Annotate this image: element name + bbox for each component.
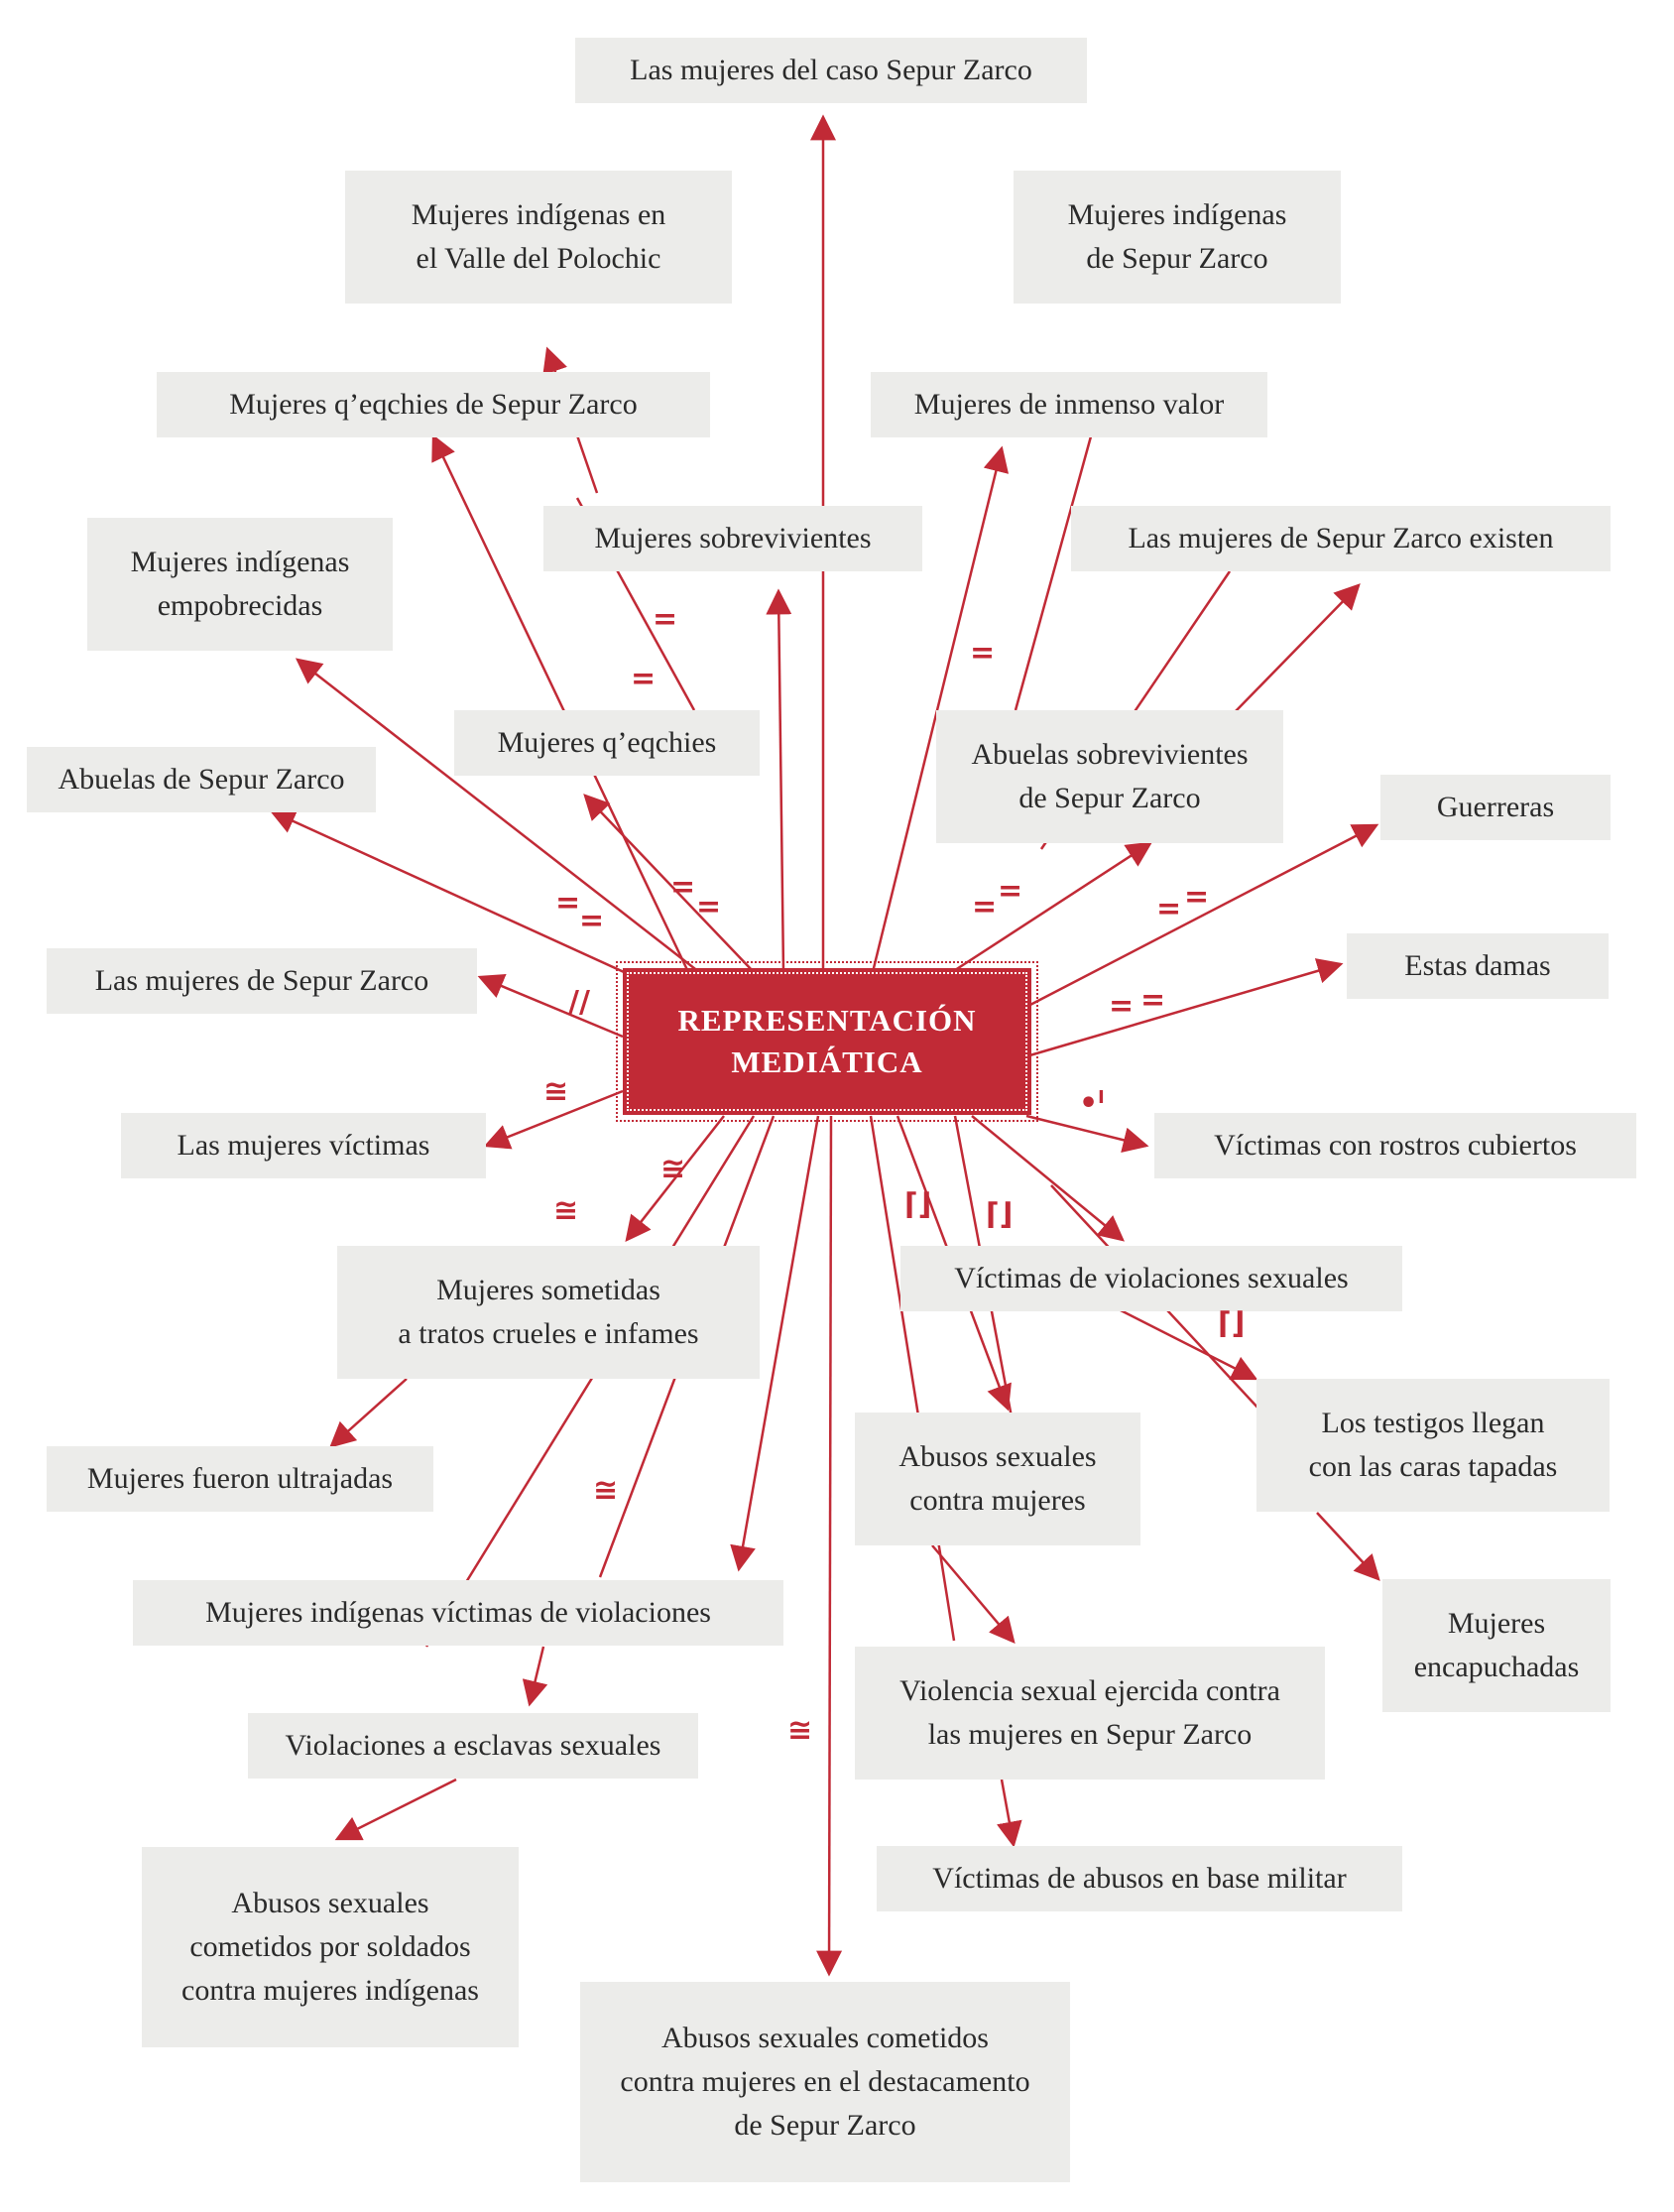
node-destacamento: Abusos sexuales cometidos contra mujeres…	[580, 1982, 1070, 2182]
node-inmenso: Mujeres de inmenso valor	[871, 372, 1267, 437]
connector-arrow	[730, 1115, 820, 1572]
equal-mark: =	[1140, 983, 1166, 1018]
node-ultrajadas: Mujeres fueron ultrajadas	[47, 1446, 433, 1512]
connector-arrow	[477, 974, 624, 1039]
connector-arrow	[1234, 583, 1361, 713]
bracket-mark: ⌈⌋	[1218, 1306, 1246, 1341]
connector-arrow	[1118, 1307, 1258, 1381]
node-estas-damas: Estas damas	[1347, 933, 1609, 999]
equal-mark: =	[696, 890, 722, 924]
connector-arrow	[522, 1646, 548, 1707]
connector-arrow	[997, 1779, 1022, 1848]
connector-arrow	[269, 808, 636, 979]
approx-mark: ≅	[660, 1152, 686, 1186]
node-base-militar: Víctimas de abusos en base militar	[877, 1846, 1402, 1911]
connector-arrow	[583, 794, 755, 973]
connector-arrow	[971, 1115, 1126, 1242]
node-violaciones-sex: Víctimas de violaciones sexuales	[900, 1246, 1402, 1311]
node-guerreras: Guerreras	[1380, 775, 1611, 840]
equal-mark: =	[670, 870, 696, 905]
dot-mark: •ˡ	[1079, 1086, 1105, 1121]
node-mujeres-sz: Las mujeres de Sepur Zarco	[47, 948, 477, 1014]
equal-mark: =	[1156, 892, 1182, 926]
node-caso: Las mujeres del caso Sepur Zarco	[575, 38, 1087, 103]
node-polochic: Mujeres indígenas en el Valle del Poloch…	[345, 171, 732, 304]
connector-arrow	[625, 1115, 725, 1243]
node-violencia-sz: Violencia sexual ejercida contra las muj…	[855, 1647, 1325, 1780]
connector-arrow	[951, 841, 1153, 974]
connector-arrow	[1014, 435, 1093, 711]
node-qeqchies: Mujeres q’eqchies	[454, 710, 760, 776]
node-ind-violaciones: Mujeres indígenas víctimas de violacione…	[133, 1580, 783, 1646]
node-rostros: Víctimas con rostros cubiertos	[1154, 1113, 1636, 1178]
equal-mark: =	[631, 662, 657, 696]
approx-mark: ≅	[787, 1713, 813, 1748]
connector-arrow	[483, 1089, 624, 1150]
node-soldados: Abusos sexuales cometidos por soldados c…	[142, 1847, 519, 2047]
bracket-mark: ⌈⌋	[986, 1197, 1014, 1232]
node-qeqchies-sz: Mujeres q’eqchies de Sepur Zarco	[157, 372, 710, 437]
node-testigos: Los testigos llegan con las caras tapada…	[1256, 1379, 1610, 1512]
approx-mark: ≅	[593, 1473, 619, 1508]
approx-mark: ≅	[543, 1074, 569, 1109]
node-victimas: Las mujeres víctimas	[121, 1113, 486, 1178]
connector-arrow	[816, 1115, 843, 1977]
node-indigenas-sz: Mujeres indígenas de Sepur Zarco	[1014, 171, 1341, 304]
equal-mark: =	[555, 886, 581, 921]
center-node: REPRESENTACIÓN MEDIÁTICA	[616, 961, 1038, 1122]
connector-arrow	[869, 1115, 956, 1642]
equal-mark: =	[579, 904, 605, 938]
equal-mark: =	[1184, 880, 1210, 915]
node-abusos-mujeres: Abusos sexuales contra mujeres	[855, 1413, 1140, 1545]
connector-arrow	[766, 588, 792, 973]
connector-arrow	[334, 1778, 457, 1841]
connector-arrow	[424, 1115, 756, 1648]
node-sometidas: Mujeres sometidas a tratos crueles e inf…	[337, 1246, 760, 1379]
equal-mark: =	[972, 890, 998, 924]
connector-arrow	[1025, 1114, 1149, 1153]
connector-arrow	[295, 658, 700, 973]
connector-arrow	[1025, 958, 1344, 1058]
node-abuelas-sobrev: Abuelas sobrevivientes de Sepur Zarco	[936, 710, 1283, 843]
connector-arrow	[431, 433, 691, 975]
equal-mark: =	[653, 602, 678, 637]
node-abuelas: Abuelas de Sepur Zarco	[27, 747, 376, 812]
connector-arrow	[1025, 823, 1379, 1009]
node-existen: Las mujeres de Sepur Zarco existen	[1071, 506, 1611, 571]
equal-mark: =	[970, 636, 996, 671]
equal-mark: =	[1109, 989, 1135, 1024]
node-encapuchadas: Mujeres encapuchadas	[1382, 1579, 1611, 1712]
connector-arrow	[931, 1544, 1016, 1644]
node-sobrevivientes: Mujeres sobrevivientes	[543, 506, 922, 571]
connector-arrow	[329, 1378, 408, 1448]
equal-mark: //	[568, 985, 590, 1020]
node-esclavas: Violaciones a esclavas sexuales	[248, 1713, 698, 1779]
node-empobrecidas: Mujeres indígenas empobrecidas	[87, 518, 393, 651]
approx-mark: ≅	[553, 1193, 579, 1228]
equal-mark: =	[998, 874, 1023, 909]
connector-arrow	[1316, 1512, 1380, 1581]
bracket-mark: ⌈⌋	[904, 1187, 932, 1222]
